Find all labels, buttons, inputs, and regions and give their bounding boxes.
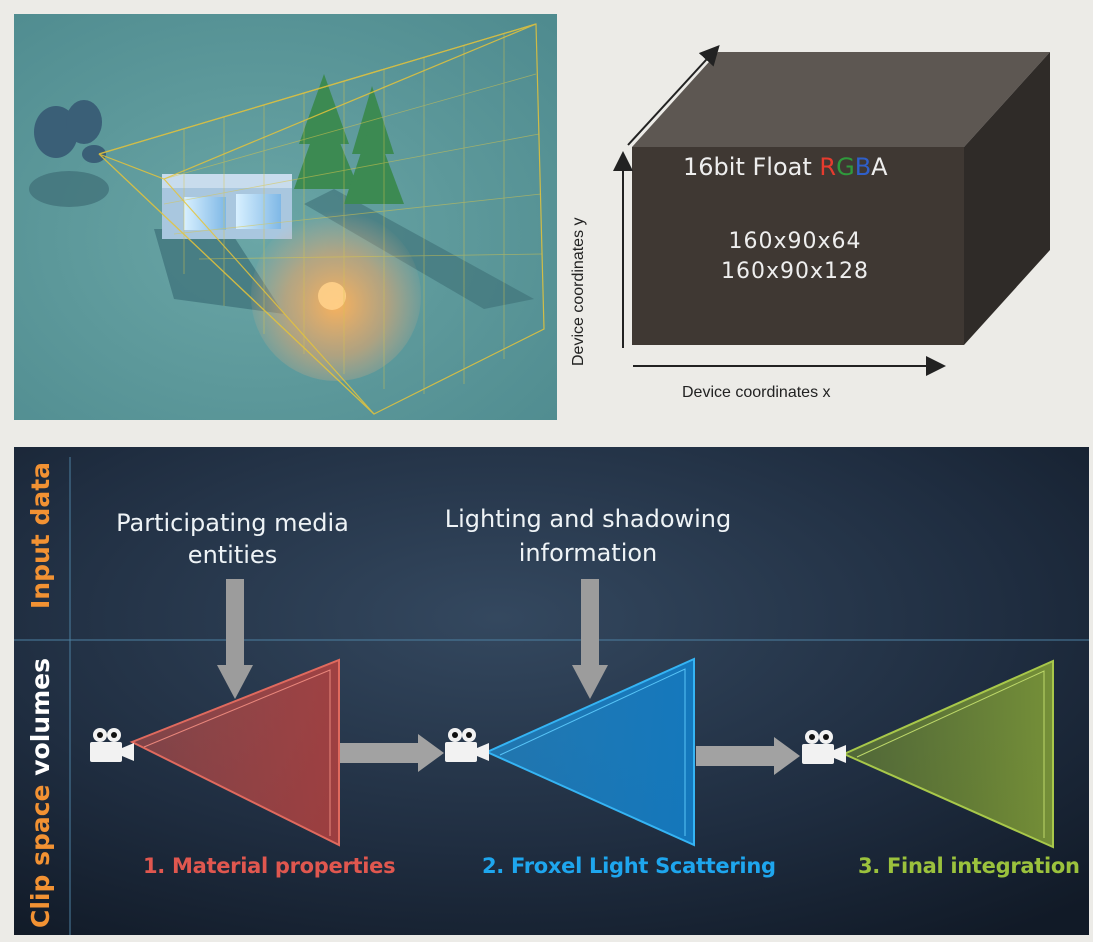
axis-y-label: Device coordinates y <box>570 217 587 366</box>
stage-label-material: 1. Material properties <box>143 854 396 878</box>
cube-resolution-2: 160x90x128 <box>720 259 869 284</box>
stage-arrow-2 <box>696 737 800 775</box>
cube-title-g: G <box>836 153 855 181</box>
scene-render <box>14 14 557 420</box>
input-participating-media: Participating media entities <box>116 509 349 569</box>
cube-title-r: R <box>819 153 837 181</box>
input-arrow-1 <box>217 579 253 699</box>
axis-x-label: Device coordinates x <box>682 384 831 401</box>
stage-label-scattering: 2. Froxel Light Scattering <box>482 854 776 878</box>
volume-texture-cube <box>613 45 1050 376</box>
stage-label-integration: 3. Final integration <box>858 854 1080 878</box>
frustum-stage-3 <box>841 659 1054 849</box>
cube-title-prefix: 16bit Float <box>683 153 820 181</box>
input-arrow-2 <box>572 579 608 699</box>
stage-arrow-1 <box>340 734 444 772</box>
side-label-clip-space-1: Clip space <box>26 784 55 928</box>
cube-title-a: A <box>871 153 888 181</box>
cube-resolution-1: 160x90x64 <box>728 229 862 254</box>
side-label-clip-space-2: volumes <box>26 658 55 776</box>
frustum-stage-1 <box>129 658 340 847</box>
cube-title-b: B <box>854 153 872 181</box>
camera-icon <box>445 728 489 762</box>
camera-icon <box>802 730 846 764</box>
input-lighting-shadowing: Lighting and shadowing information <box>444 505 732 567</box>
frustum-stage-2 <box>484 657 695 847</box>
camera-icon <box>90 728 134 762</box>
pipeline-diagram <box>14 447 1089 935</box>
cube-format-label: 16bit Float RGBA <box>683 153 888 181</box>
side-label-input-data: Input data <box>26 461 55 609</box>
side-label-clip-space: Clip space volumes <box>26 658 55 928</box>
